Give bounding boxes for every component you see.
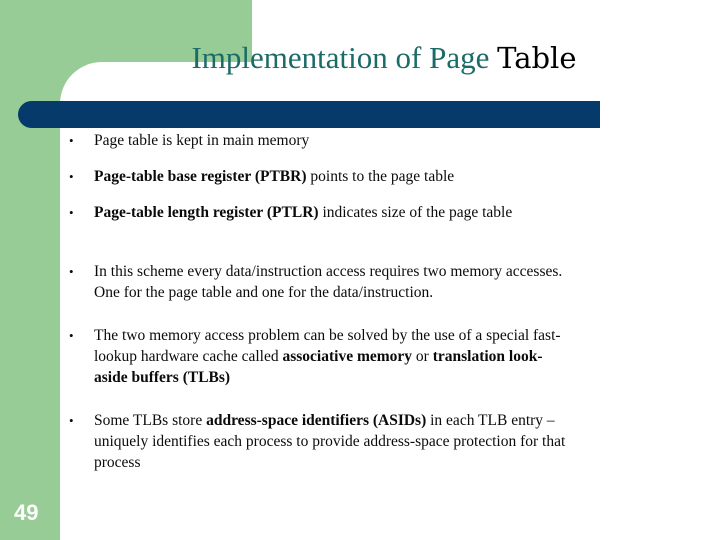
- slide-title: Implementation of Page Table: [60, 38, 708, 78]
- bullet-text-emphasis: associative memory: [282, 348, 413, 365]
- bullet-text-emphasis: Page-table length register (PTLR): [94, 204, 319, 221]
- bullet-text-run: in each TLB entry –: [426, 412, 555, 429]
- bullet-line: process: [94, 452, 712, 473]
- bullet-line: Page table is kept in main memory: [94, 130, 712, 151]
- bullet-text-run: Some TLBs store: [94, 412, 207, 429]
- bullet-item-page-table-in-memory: • Page table is kept in main memory: [64, 130, 712, 151]
- bullet-line: aside buffers (TLBs): [94, 367, 712, 388]
- bullet-text-run: lookup hardware cache called: [94, 348, 283, 365]
- bullet-text-emphasis: address-space identifiers (ASIDs): [206, 412, 427, 429]
- bullet-dot-icon: •: [69, 133, 74, 148]
- bullet-text-emphasis: translation look-: [432, 348, 543, 365]
- bullet-item-ptbr: • Page-table base register (PTBR) points …: [64, 166, 712, 187]
- slide-title-main: Implementation of Page: [191, 40, 498, 75]
- bullet-line: In this scheme every data/instruction ac…: [94, 261, 712, 282]
- bullet-dot-icon: •: [69, 328, 74, 343]
- bullet-item-ptlr: • Page-table length register (PTLR) indic…: [64, 202, 712, 223]
- bullet-item-asids: • Some TLBs store address-space identifie…: [64, 410, 712, 473]
- bullet-line: Page-table base register (PTBR) points t…: [94, 166, 712, 187]
- bullet-line: Some TLBs store address-space identifier…: [94, 410, 712, 431]
- slide-title-tail: Table: [497, 41, 577, 75]
- bullet-text-run: The two memory access problem can be sol…: [94, 327, 561, 344]
- bullet-text-run: indicates size of the page table: [318, 204, 513, 221]
- bullet-text-run: uniquely identifies each process to prov…: [94, 433, 566, 450]
- bullet-text-run: One for the page table and one for the d…: [94, 284, 434, 301]
- bullet-text-emphasis: aside buffers (TLBs): [94, 369, 231, 386]
- bullet-dot-icon: •: [69, 205, 74, 220]
- bullet-text-run: or: [412, 348, 433, 365]
- navy-title-underline-bar: [18, 101, 600, 128]
- bullet-text-run: In this scheme every data/instruction ac…: [94, 263, 563, 280]
- bullet-item-two-memory-accesses: • In this scheme every data/instruction a…: [64, 261, 712, 303]
- bullet-line: One for the page table and one for the d…: [94, 282, 712, 303]
- bullet-dot-icon: •: [69, 169, 74, 184]
- bullet-line: uniquely identifies each process to prov…: [94, 431, 712, 452]
- bullet-line: The two memory access problem can be sol…: [94, 325, 712, 346]
- bullet-item-tlb-cache: • The two memory access problem can be so…: [64, 325, 712, 388]
- bullet-text-run: process: [94, 454, 141, 471]
- bullet-line: Page-table length register (PTLR) indica…: [94, 202, 712, 223]
- bullet-dot-icon: •: [69, 413, 74, 428]
- bullet-text-emphasis: Page-table base register (PTBR): [94, 168, 307, 185]
- bullet-dot-icon: •: [69, 264, 74, 279]
- bullet-text-run: points to the page table: [306, 168, 455, 185]
- green-left-column-decoration: [0, 0, 60, 540]
- bullet-list: • Page table is kept in main memory • Page-…: [64, 130, 712, 473]
- bullet-text-run: Page table is kept in main memory: [94, 132, 310, 149]
- bullet-line: lookup hardware cache called associative…: [94, 346, 712, 367]
- page-number: 49: [14, 500, 39, 525]
